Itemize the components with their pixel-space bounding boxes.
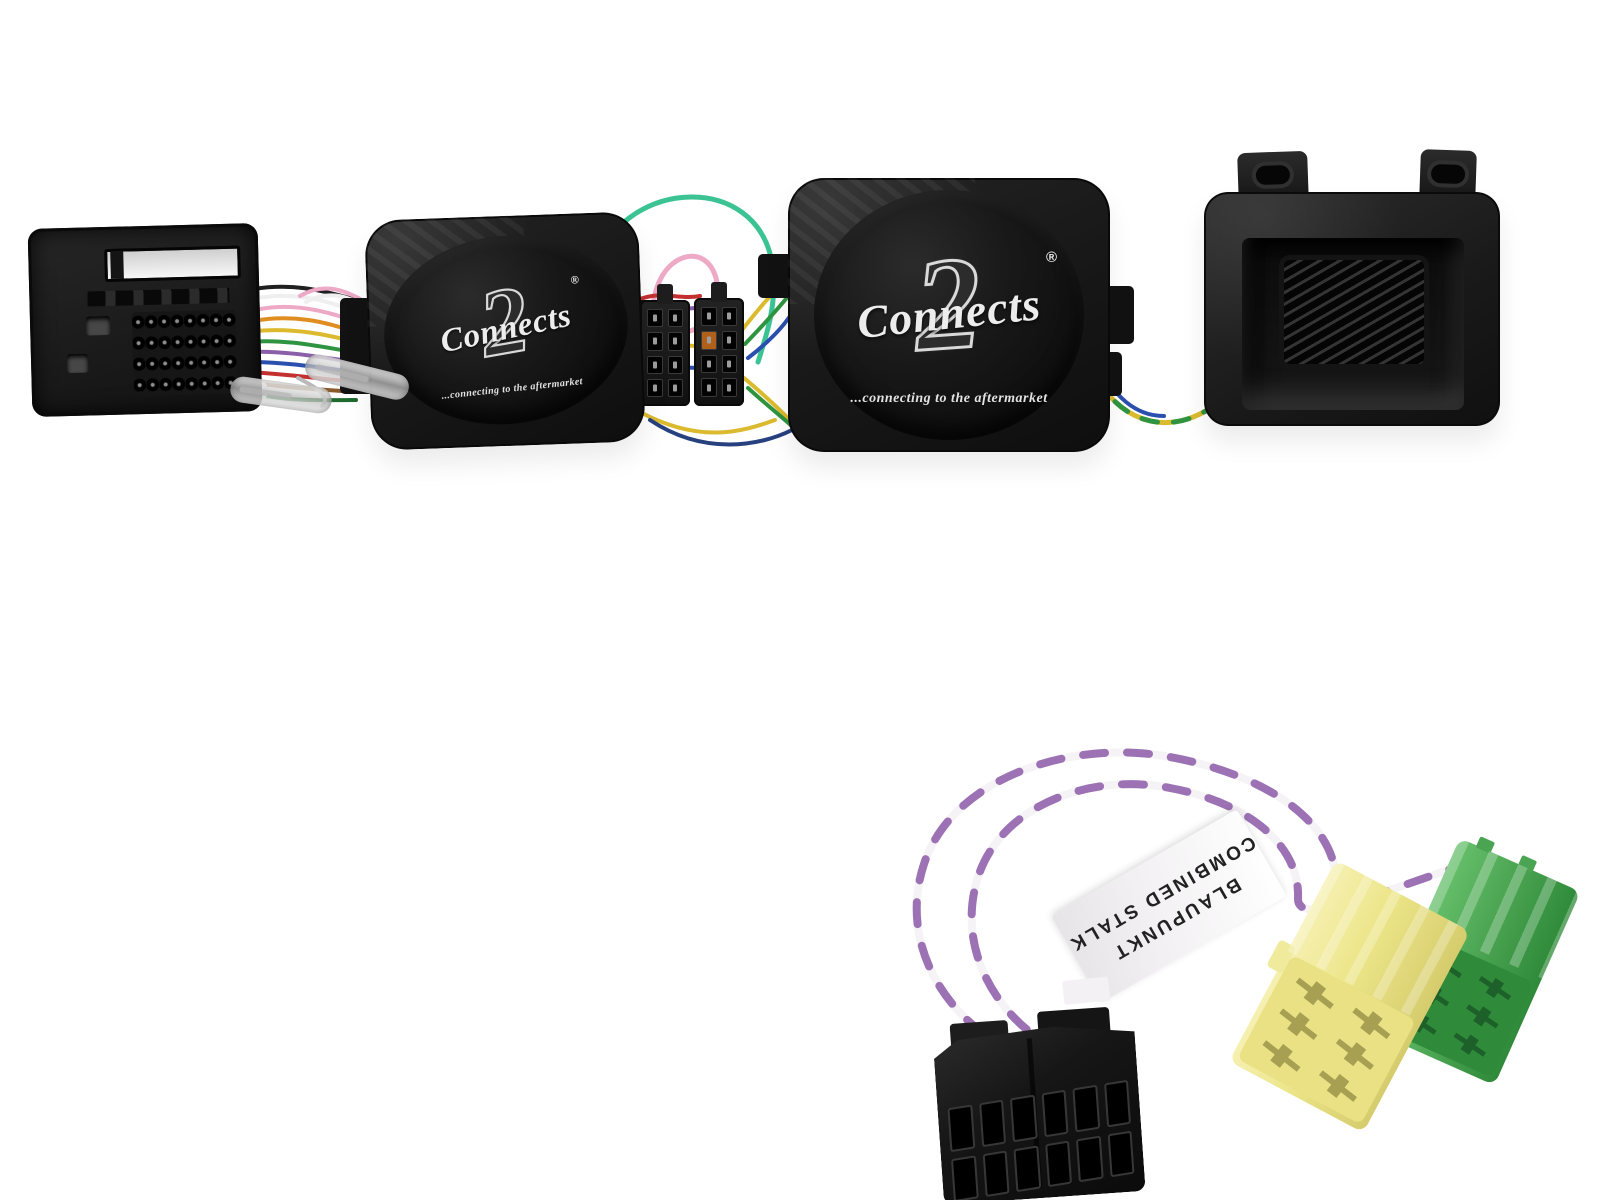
logo-tagline: ...connecting to the aftermarket (440, 376, 584, 402)
quadlock-key-tabs (87, 287, 230, 307)
molex-12pin-connector (932, 1006, 1145, 1200)
quadlock-connector (27, 223, 263, 417)
interface-box-large: 2 Connects ® ...connecting to the afterm… (788, 178, 1110, 452)
logo-dome: 2 Connects ® ...connecting to the afterm… (814, 190, 1084, 440)
speaker-recess (1242, 238, 1464, 410)
iso-pin-grid (647, 309, 683, 397)
logo-tagline: ...connecting to the aftermarket (850, 391, 1048, 406)
quadlock-top-slot (104, 245, 241, 283)
iso-pin-grid (701, 307, 737, 397)
iso-connector-2 (694, 282, 744, 406)
mounting-hole (1255, 164, 1291, 185)
registered-mark: ® (1045, 249, 1057, 266)
speaker-grille (1284, 260, 1424, 364)
mounting-hole (1430, 163, 1466, 184)
iso-latch (711, 282, 727, 302)
interface-box-small: 2 Connects ® ...connecting to the afterm… (364, 211, 646, 451)
quadlock-side-hole (85, 315, 111, 336)
buzzer-speaker (1204, 192, 1500, 426)
logo-script: Connects (854, 278, 1044, 349)
connects2-logo: 2 Connects ® ...connecting to the afterm… (833, 226, 1065, 406)
label-fold (1062, 976, 1111, 1006)
quadlock-side-hole (66, 353, 89, 374)
registered-mark: ® (570, 273, 580, 287)
iso-latch (657, 284, 673, 304)
connects2-logo: 2 Connects ® ...connecting to the afterm… (417, 264, 594, 402)
iso-connector-1 (640, 284, 690, 406)
quadlock-pin-grid (131, 309, 238, 397)
